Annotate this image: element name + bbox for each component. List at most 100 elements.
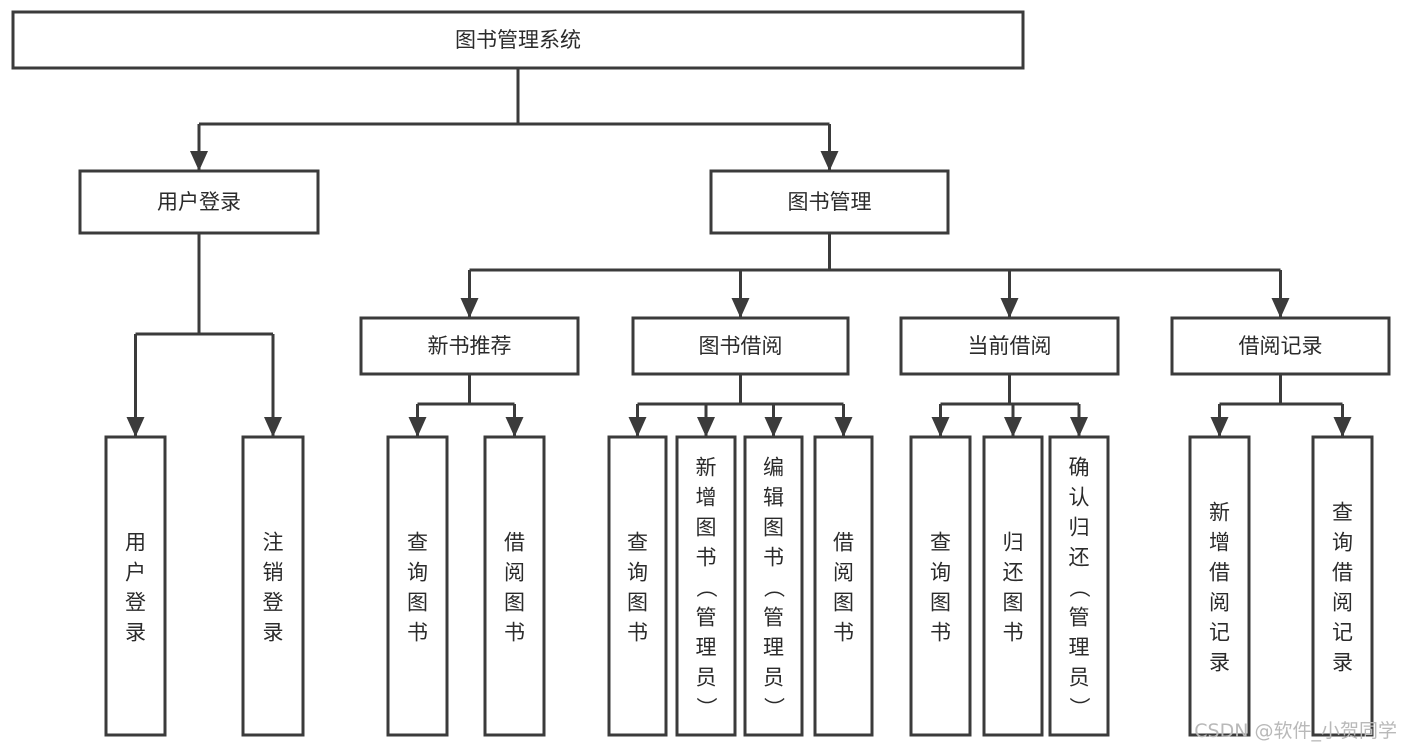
node-label-char: 询 bbox=[1332, 530, 1353, 554]
node-label-char: 书 bbox=[504, 620, 525, 644]
arrow-head-icon bbox=[1000, 298, 1019, 318]
node-label-char: 借 bbox=[1332, 560, 1353, 584]
diagram-node-l2-1[interactable]: 图书管理 bbox=[709, 169, 950, 235]
node-label-char: ） bbox=[762, 697, 786, 718]
arrow-head-icon bbox=[1333, 417, 1352, 437]
node-label-char: 图 bbox=[930, 590, 951, 614]
node-label-char: 确 bbox=[1069, 455, 1090, 479]
node-box bbox=[1188, 435, 1251, 737]
node-label: 新书推荐 bbox=[428, 334, 512, 358]
node-label: 图书管理 bbox=[788, 190, 872, 214]
node-label-char: 查 bbox=[407, 530, 428, 554]
arrow-head-icon bbox=[628, 417, 647, 437]
node-label: 图书借阅 bbox=[699, 334, 783, 358]
node-label-char: 归 bbox=[1003, 530, 1024, 554]
arrow-head-icon bbox=[764, 417, 783, 437]
node-label-char: （ bbox=[762, 577, 786, 598]
node-label-char: 录 bbox=[263, 620, 284, 644]
diagram-node-l3-1[interactable]: 图书借阅 bbox=[631, 316, 850, 376]
node-box bbox=[104, 435, 167, 737]
node-box bbox=[982, 435, 1044, 737]
node-label-char: 销 bbox=[263, 560, 284, 584]
arrow-head-icon bbox=[460, 298, 479, 318]
node-label-char: 阅 bbox=[504, 560, 525, 584]
node-label-char: 理 bbox=[1069, 635, 1090, 659]
diagram-node-l3-0[interactable]: 新书推荐 bbox=[359, 316, 580, 376]
arrow-head-icon bbox=[697, 417, 715, 437]
diagram-node-root-0[interactable]: 图书管理系统 bbox=[11, 10, 1025, 70]
node-box bbox=[483, 435, 546, 737]
node-box bbox=[1048, 435, 1110, 737]
node-label-char: 录 bbox=[125, 620, 146, 644]
node-label-char: 书 bbox=[833, 620, 854, 644]
node-label-char: 查 bbox=[930, 530, 951, 554]
node-box bbox=[1170, 316, 1391, 376]
diagram-node-l3-2[interactable]: 当前借阅 bbox=[899, 316, 1120, 376]
arrow-head-icon bbox=[408, 417, 427, 437]
node-label-char: 员 bbox=[696, 665, 717, 689]
node-box bbox=[78, 169, 320, 235]
node-label-char: 书 bbox=[407, 620, 428, 644]
node-label-char: 新 bbox=[1209, 500, 1230, 524]
node-label-char: 登 bbox=[125, 590, 146, 614]
node-label-char: 归 bbox=[1069, 515, 1090, 539]
node-label-char: 注 bbox=[263, 530, 284, 554]
node-label-char: 户 bbox=[125, 560, 146, 584]
node-label-char: 增 bbox=[1209, 530, 1230, 554]
node-label-char: 阅 bbox=[1332, 590, 1353, 614]
node-box bbox=[709, 169, 950, 235]
node-label-char: 借 bbox=[504, 530, 525, 554]
node-label-char: 阅 bbox=[833, 560, 854, 584]
node-box bbox=[607, 435, 668, 737]
node-label-char: 图 bbox=[833, 590, 854, 614]
node-box bbox=[11, 10, 1025, 70]
diagram-node-l3-3[interactable]: 借阅记录 bbox=[1170, 316, 1391, 376]
node-label-char: 员 bbox=[763, 665, 784, 689]
node-label-char: 查 bbox=[627, 530, 648, 554]
node-box bbox=[386, 435, 449, 737]
arrow-head-icon bbox=[1271, 298, 1290, 318]
node-label-char: 询 bbox=[627, 560, 648, 584]
node-label-char: 辑 bbox=[763, 485, 784, 509]
node-label-char: 图 bbox=[627, 590, 648, 614]
diagram-node-l2-0[interactable]: 用户登录 bbox=[78, 169, 320, 235]
node-label-char: 认 bbox=[1069, 485, 1090, 509]
node-label-char: 询 bbox=[407, 560, 428, 584]
node-layer: 图书管理系统用户登录图书管理新书推荐图书借阅当前借阅借阅记录用户登录注销登录查询… bbox=[11, 10, 1391, 737]
node-label: 用户登录 bbox=[157, 190, 241, 214]
arrow-head-icon bbox=[126, 417, 145, 437]
node-label-char: 登 bbox=[263, 590, 284, 614]
arrow-head-icon bbox=[505, 417, 524, 437]
node-label: 当前借阅 bbox=[968, 334, 1052, 358]
node-label: 图书管理系统 bbox=[455, 28, 581, 52]
node-label-char: 图 bbox=[504, 590, 525, 614]
node-label-char: 查 bbox=[1332, 500, 1353, 524]
node-label-char: 借 bbox=[1209, 560, 1230, 584]
node-label-char: 增 bbox=[696, 485, 717, 509]
node-label-char: 录 bbox=[1209, 650, 1230, 674]
diagram-node-leaf-0[interactable]: 用户登录 bbox=[104, 435, 167, 737]
node-label-char: 理 bbox=[763, 635, 784, 659]
node-box bbox=[813, 435, 874, 737]
node-box bbox=[359, 316, 580, 376]
node-label-char: 图 bbox=[407, 590, 428, 614]
arrow-head-icon bbox=[834, 417, 853, 437]
node-box bbox=[675, 435, 737, 737]
node-label-char: 编 bbox=[763, 455, 784, 479]
node-box bbox=[899, 316, 1120, 376]
node-label-char: 阅 bbox=[1209, 590, 1230, 614]
